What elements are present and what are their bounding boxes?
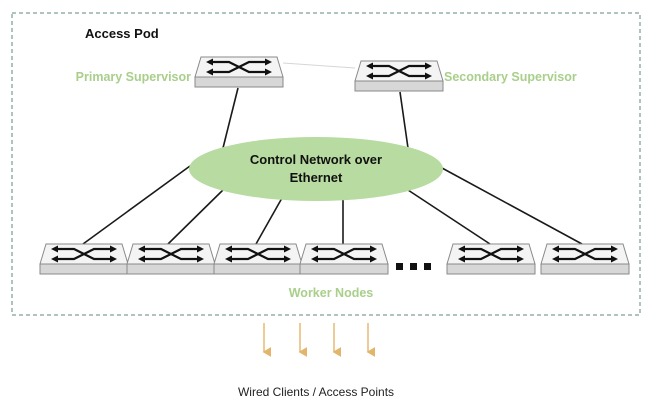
worker-switch-icon-3 (212, 242, 304, 276)
secondary-supervisor-label: Secondary Supervisor (444, 70, 577, 84)
primary-supervisor-label: Primary Supervisor (76, 70, 191, 84)
supervisor-peer-link (282, 62, 356, 69)
control-network-label-line1: Control Network over (250, 152, 382, 167)
worker-switch-icon-4 (298, 242, 390, 276)
wired-clients-label: Wired Clients / Access Points (238, 385, 394, 399)
more-workers-ellipsis (396, 263, 431, 270)
secondary-control-link (399, 91, 409, 149)
access-pod-border (11, 12, 641, 316)
worker-link-3 (255, 197, 283, 245)
worker-link-6 (441, 167, 583, 245)
worker-switch-icon-1 (38, 242, 130, 276)
pod-title: Access Pod (85, 26, 159, 41)
worker-link-1 (82, 165, 191, 245)
worker-switch-icon-5 (445, 242, 537, 276)
worker-link-5 (407, 189, 491, 245)
primary-supervisor-switch-icon (193, 55, 285, 89)
control-network-ellipse (189, 137, 443, 201)
worker-switch-icon-2 (125, 242, 217, 276)
worker-switch-icon-6 (539, 242, 631, 276)
secondary-supervisor-switch-icon (353, 59, 445, 93)
worker-nodes-label: Worker Nodes (289, 286, 374, 300)
worker-link-2 (167, 187, 226, 245)
control-network-label-line2: Ethernet (290, 170, 343, 185)
primary-control-link (222, 87, 239, 149)
client-downlink-arrows (262, 323, 375, 357)
